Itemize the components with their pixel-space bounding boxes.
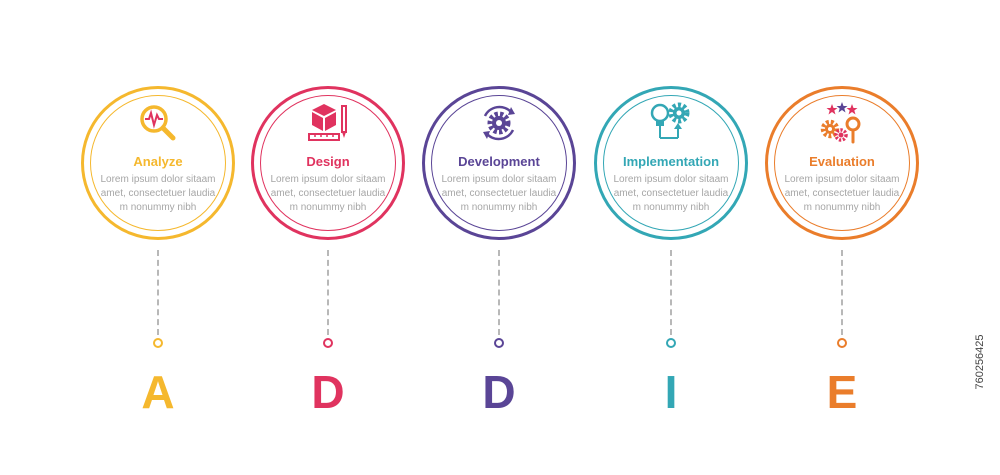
step-title: Design	[306, 154, 350, 169]
step-development: Development Lorem ipsum dolor sitaam ame…	[414, 0, 584, 475]
step-description: Lorem ipsum dolor sitaam amet, consectet…	[613, 174, 729, 213]
step-letter: A	[141, 366, 175, 418]
step-implementation: Implementation Lorem ipsum dolor sitaam …	[586, 0, 756, 475]
step-description: Lorem ipsum dolor sitaam amet, consectet…	[784, 174, 900, 213]
step-analyze: Analyze Lorem ipsum dolor sitaam amet, c…	[73, 0, 243, 475]
dashed-connector	[157, 250, 159, 335]
step-title: Evaluation	[809, 154, 875, 169]
bulb-gear-icon	[648, 102, 694, 144]
stock-id: 760256425	[974, 334, 986, 390]
step-description: Lorem ipsum dolor sitaam amet, consectet…	[441, 174, 557, 213]
dashed-connector	[841, 250, 843, 335]
connector-dot	[494, 338, 504, 348]
gears-stars-icon	[819, 102, 865, 144]
step-ring	[594, 86, 748, 240]
step-ring	[422, 86, 576, 240]
step-ring	[81, 86, 235, 240]
cube-ruler-pencil-icon	[305, 102, 351, 144]
step-design: Design Lorem ipsum dolor sitaam amet, co…	[243, 0, 413, 475]
connector-dot	[837, 338, 847, 348]
step-description: Lorem ipsum dolor sitaam amet, consectet…	[100, 174, 216, 213]
step-title: Implementation	[622, 154, 720, 169]
step-ring	[251, 86, 405, 240]
step-letter: I	[664, 366, 678, 418]
step-letter: E	[826, 366, 858, 418]
dashed-connector	[498, 250, 500, 335]
magnifier-pulse-icon	[135, 102, 181, 144]
step-ring	[765, 86, 919, 240]
gear-cycle-icon	[476, 102, 522, 144]
step-evaluation: Evaluation Lorem ipsum dolor sitaam amet…	[757, 0, 927, 475]
step-description: Lorem ipsum dolor sitaam amet, consectet…	[270, 174, 386, 213]
connector-dot	[666, 338, 676, 348]
step-letter: D	[311, 366, 345, 418]
step-letter: D	[482, 366, 516, 418]
dashed-connector	[670, 250, 672, 335]
step-title: Analyze	[133, 154, 183, 169]
step-title: Development	[458, 154, 540, 169]
connector-dot	[153, 338, 163, 348]
connector-dot	[323, 338, 333, 348]
dashed-connector	[327, 250, 329, 335]
